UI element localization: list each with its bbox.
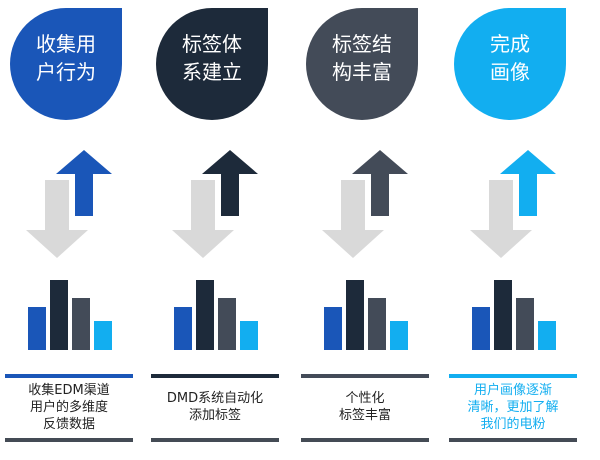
step-title-line: 画像 [490,60,530,84]
step-title-line: 完成 [490,32,530,56]
caption-text: 个性化 标签丰富 [301,390,429,424]
caption-bottom-rule [449,438,577,442]
step-title-line: 收集用 [36,32,96,56]
step-tag-system: 标签体 系建立 DMD系统自动化 添加标签 [146,0,286,460]
bar-chart-icon [472,280,556,350]
caption-top-rule [5,374,133,378]
step-title-line: 户行为 [36,60,96,84]
step-title: 完成 画像 [454,30,566,86]
step-title: 标签体 系建立 [156,30,268,86]
caption-line: 标签丰富 [338,408,391,423]
step-caption: 收集EDM渠道 用户的多维度 反馈数据 [5,374,133,442]
bar-chart-icon [174,280,258,350]
drop-shape-icon [10,8,122,120]
bar-navy [346,280,364,350]
bar-gray [72,298,90,350]
step-title-line: 构丰富 [332,60,392,84]
step-collect-behavior: 收集用 户行为 收集EDM渠道 用户的多维度 反馈数据 [0,0,140,460]
caption-line: 用户画像逐渐 [473,383,552,398]
bar-navy [50,280,68,350]
bar-chart-icon [28,280,112,350]
step-complete-portrait: 完成 画像 用户画像逐渐 清晰，更加了解 我们的电粉 [444,0,584,460]
step-title-line: 标签体 [182,32,242,56]
caption-line: 我们的电粉 [480,417,546,432]
drop-shape-icon [306,8,418,120]
bar-cyan [94,321,112,350]
bar-cyan [240,321,258,350]
caption-line: 用户的多维度 [29,400,108,415]
drop-shape-icon [156,8,268,120]
caption-top-rule [151,374,279,378]
step-tag-structure: 标签结 构丰富 个性化 标签丰富 [296,0,436,460]
bar-gray [368,298,386,350]
caption-line: 反馈数据 [42,417,95,432]
bar-chart-icon [324,280,408,350]
bar-cyan [538,321,556,350]
bar-blue [472,307,490,350]
up-down-arrow-icon [322,150,408,258]
step-caption: 个性化 标签丰富 [301,374,429,442]
caption-text: 收集EDM渠道 用户的多维度 反馈数据 [5,382,133,433]
caption-line: 个性化 [345,391,385,406]
bar-navy [196,280,214,350]
up-down-arrow-icon [470,150,556,258]
caption-text: 用户画像逐渐 清晰，更加了解 我们的电粉 [449,382,577,433]
drop-shape-icon [454,8,566,120]
bar-cyan [390,321,408,350]
step-caption: DMD系统自动化 添加标签 [151,374,279,442]
bar-blue [28,307,46,350]
caption-line: 添加标签 [188,408,241,423]
caption-line: 清晰，更加了解 [467,400,559,415]
caption-bottom-rule [5,438,133,442]
step-title-line: 标签结 [332,32,392,56]
caption-line: DMD系统自动化 [166,391,264,406]
caption-text: DMD系统自动化 添加标签 [151,390,279,424]
bar-gray [218,298,236,350]
bar-blue [324,307,342,350]
step-caption: 用户画像逐渐 清晰，更加了解 我们的电粉 [449,374,577,442]
up-down-arrow-icon [26,150,112,258]
caption-line: 收集EDM渠道 [28,383,110,398]
bar-navy [494,280,512,350]
caption-top-rule [449,374,577,378]
step-title: 收集用 户行为 [10,30,122,86]
bar-gray [516,298,534,350]
caption-bottom-rule [151,438,279,442]
bar-blue [174,307,192,350]
up-down-arrow-icon [172,150,258,258]
step-title: 标签结 构丰富 [306,30,418,86]
caption-bottom-rule [301,438,429,442]
step-title-line: 系建立 [182,60,242,84]
caption-top-rule [301,374,429,378]
